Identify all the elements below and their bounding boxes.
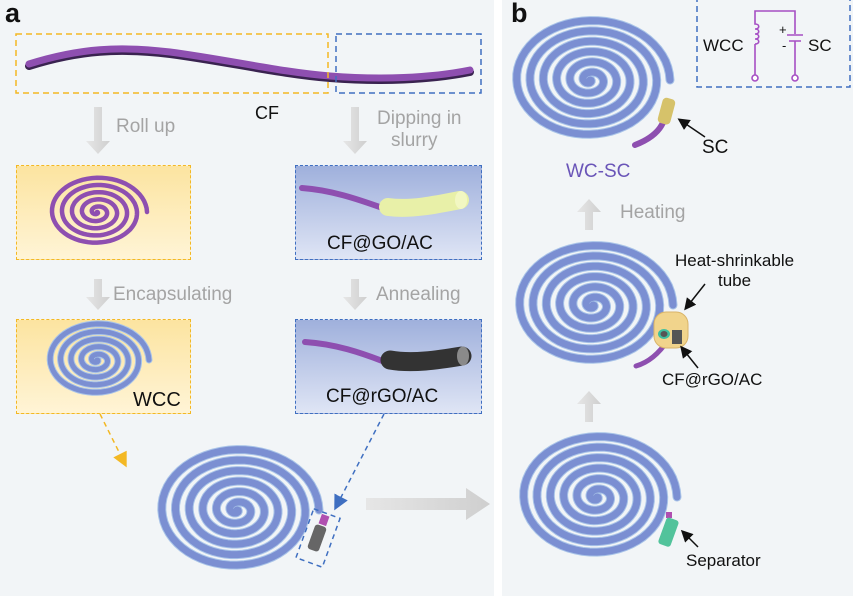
cf-rgo-ac-callout: CF@rGO/AC [662,370,763,389]
separator-callout: Separator [686,551,761,570]
separator-pointer [680,529,699,548]
yellow-dashed-region [15,33,329,94]
step-roll-up: Roll up [116,116,176,137]
bottom-coil-icon [519,432,682,557]
sc-callout: SC [702,137,729,158]
arrow-encapsulating [86,279,110,310]
capacitor-plus: + [779,22,787,37]
separator-segment [658,512,679,547]
step-heating: Heating [620,202,686,223]
coil-winding [47,321,152,395]
cf-rgo-ac-pointer [680,345,699,369]
arrow-up-lower [577,391,601,422]
assembled-sc-segment [294,507,342,569]
circuit-diagram [751,10,803,82]
heat-shrinkable-tube [633,311,689,369]
coil-winding [49,175,150,245]
wc-sc-label: WC-SC [566,161,631,182]
step-annealing: Annealing [376,284,461,305]
sc-pointer [677,118,706,138]
blue-dashed-region [335,33,482,94]
cf-go-ac-label: CF@GO/AC [327,233,433,254]
panel-a-label: a [5,0,21,28]
capacitor-icon [787,34,803,75]
circuit-sc-label: SC [808,36,832,55]
coil-winding [520,433,681,556]
cf-label: CF [255,103,279,123]
panel-b-label: b [511,0,528,28]
coil-winding [158,446,323,569]
rolled-fiber-spiral-icon [49,175,150,245]
top-coil-icon [512,16,675,139]
assembled-coil-icon [157,445,324,570]
capacitor-minus: - [782,38,787,53]
wcc-label: WCC [133,389,181,411]
coil-winding [516,242,677,363]
step-encapsulating: Encapsulating [113,284,233,305]
wcc-coil-icon [46,320,153,396]
coil-winding [513,17,674,138]
heat-shrinkable-callout: Heat-shrinkable tube [675,251,795,290]
cf-rgo-ac-fiber [302,339,472,372]
arrow-annealing [343,279,367,310]
tube-pointer [684,283,706,311]
assembly-arrow-right [366,488,490,520]
cf-go-ac-fiber [299,185,469,217]
circuit-wcc-label: WCC [703,36,744,55]
blue-dashed-arrow [334,413,385,511]
step-dipping: Dipping in slurry [377,108,462,151]
cf-rgo-ac-label: CF@rGO/AC [326,386,439,407]
sc-segment [632,97,676,148]
carbon-fiber-top [25,45,474,84]
arrow-dipping [343,107,367,154]
inductor-icon [754,10,796,45]
middle-coil-icon [515,241,678,364]
yellow-dashed-arrow [99,413,127,468]
arrow-up-heating [577,199,601,230]
arrow-roll-up [86,107,110,154]
